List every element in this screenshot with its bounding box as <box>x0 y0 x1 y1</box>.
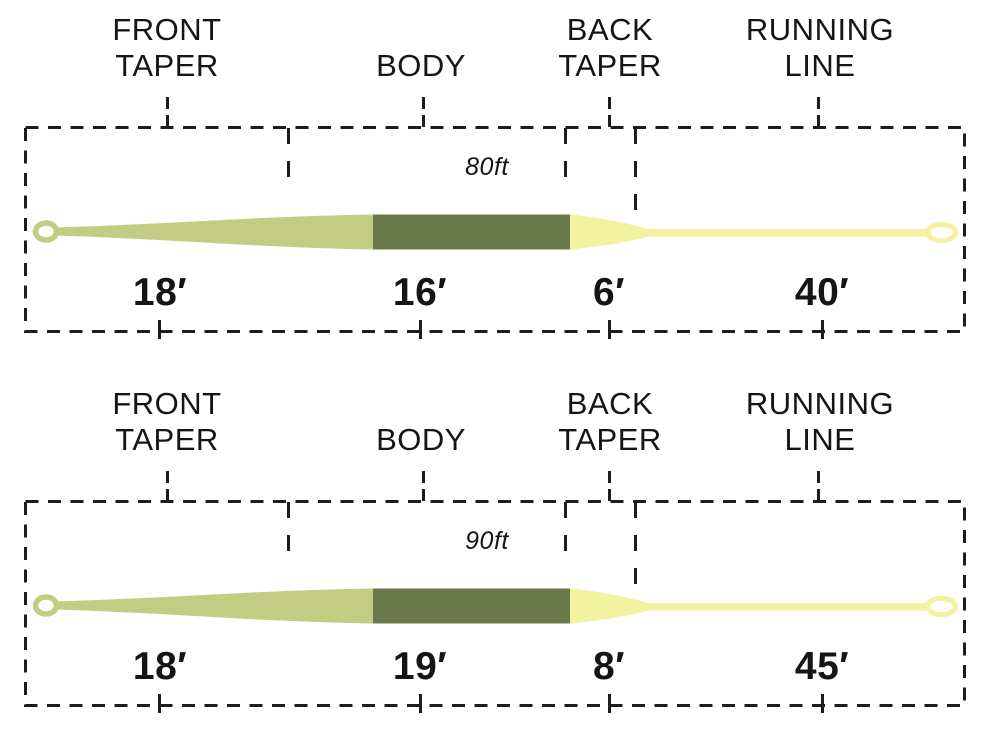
measurement-guides <box>24 97 966 339</box>
measurement-guides <box>24 471 966 713</box>
section-length-back-taper: 8′ <box>592 645 626 688</box>
section-length-running-line: 40′ <box>794 271 850 314</box>
taper-figure-90ft: FRONT TAPER BODY BACK TAPER RUNNING LINE… <box>0 374 1000 737</box>
section-length-body: 16′ <box>392 271 448 314</box>
total-length-label: 80ft <box>465 153 509 181</box>
section-label-back-taper: BACK TAPER <box>558 12 662 83</box>
section-label-front-taper: FRONT TAPER <box>112 12 222 83</box>
section-length-front-taper: 18′ <box>132 271 188 314</box>
section-label-body: BODY <box>376 422 466 457</box>
front-welded-loop <box>32 594 60 617</box>
section-label-running-line: RUNNING LINE <box>745 386 895 457</box>
section-label-running-line: RUNNING LINE <box>745 12 895 83</box>
taper-figure-graphic <box>24 471 966 713</box>
section-length-front-taper: 18′ <box>132 645 188 688</box>
section-length-running-line: 45′ <box>794 645 850 688</box>
body-shape <box>373 214 571 250</box>
taper-figure-80ft: FRONT TAPER BODY BACK TAPER RUNNING LINE… <box>0 0 1000 368</box>
total-length-label: 90ft <box>465 527 509 555</box>
measurement-box-outline <box>24 126 966 333</box>
section-length-body: 19′ <box>392 645 448 688</box>
back-welded-loop <box>925 222 958 243</box>
measurement-box-outline <box>24 500 966 707</box>
section-label-back-taper: BACK TAPER <box>558 386 662 457</box>
section-length-back-taper: 6′ <box>592 271 626 314</box>
back-taper-running-line-shape <box>570 214 931 250</box>
back-taper-running-line-shape <box>570 588 931 624</box>
back-welded-loop <box>925 596 958 617</box>
front-welded-loop <box>32 220 60 243</box>
section-label-body: BODY <box>376 48 466 83</box>
section-label-front-taper: FRONT TAPER <box>112 386 222 457</box>
front-taper-shape <box>55 214 373 250</box>
body-shape <box>373 588 571 624</box>
front-taper-shape <box>55 588 373 624</box>
taper-figure-graphic <box>24 97 966 339</box>
